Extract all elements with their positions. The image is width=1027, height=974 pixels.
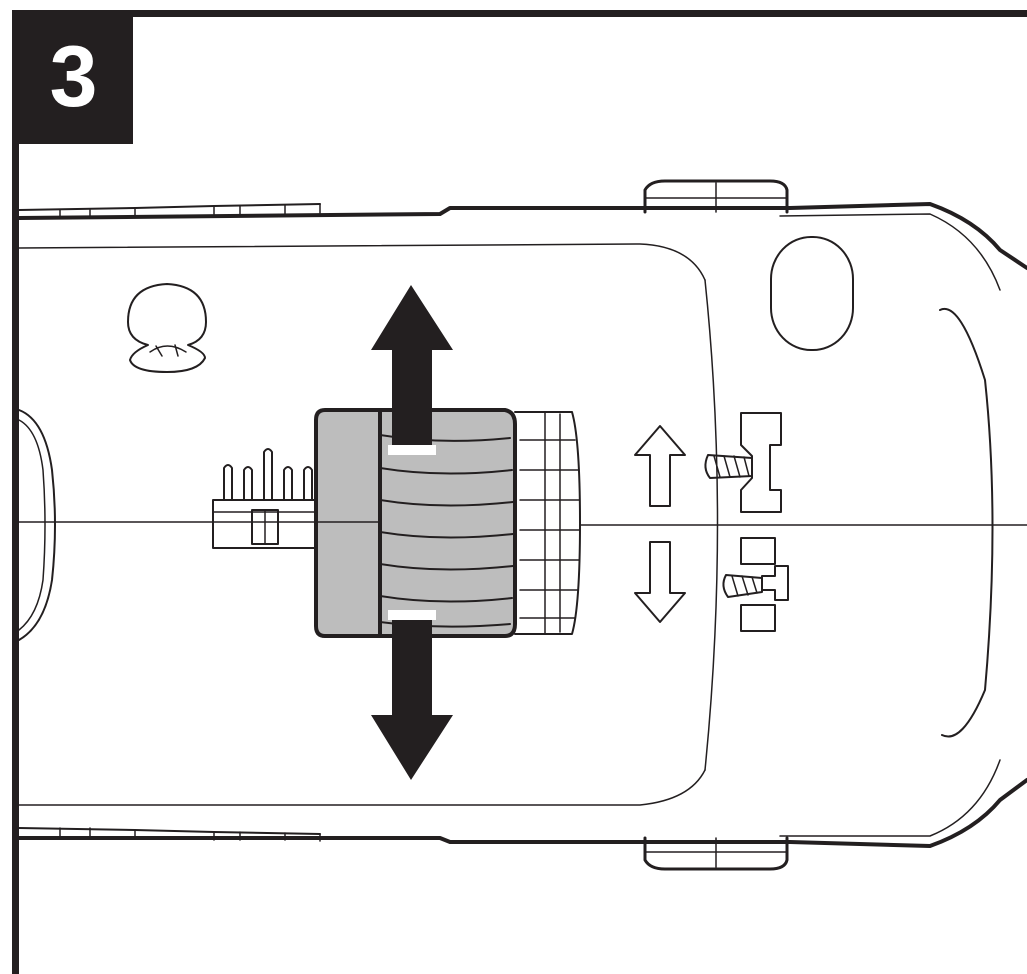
oval-slot — [770, 236, 854, 351]
panel-border — [12, 10, 1027, 974]
keyhole-slot — [127, 283, 207, 373]
adjustment-dial[interactable] — [314, 408, 581, 638]
top-clip — [643, 179, 789, 214]
bottom-clip — [643, 836, 789, 871]
step-number-badge: 3 — [12, 10, 133, 144]
down-arrow-icon — [634, 541, 686, 623]
screw-clamp-icon — [704, 412, 782, 513]
device-body — [17, 202, 1027, 848]
screw-clamp-icon — [722, 537, 789, 632]
up-arrow-icon — [634, 425, 686, 507]
double-vertical-arrow-icon — [371, 285, 453, 780]
connector-pins — [212, 448, 319, 549]
